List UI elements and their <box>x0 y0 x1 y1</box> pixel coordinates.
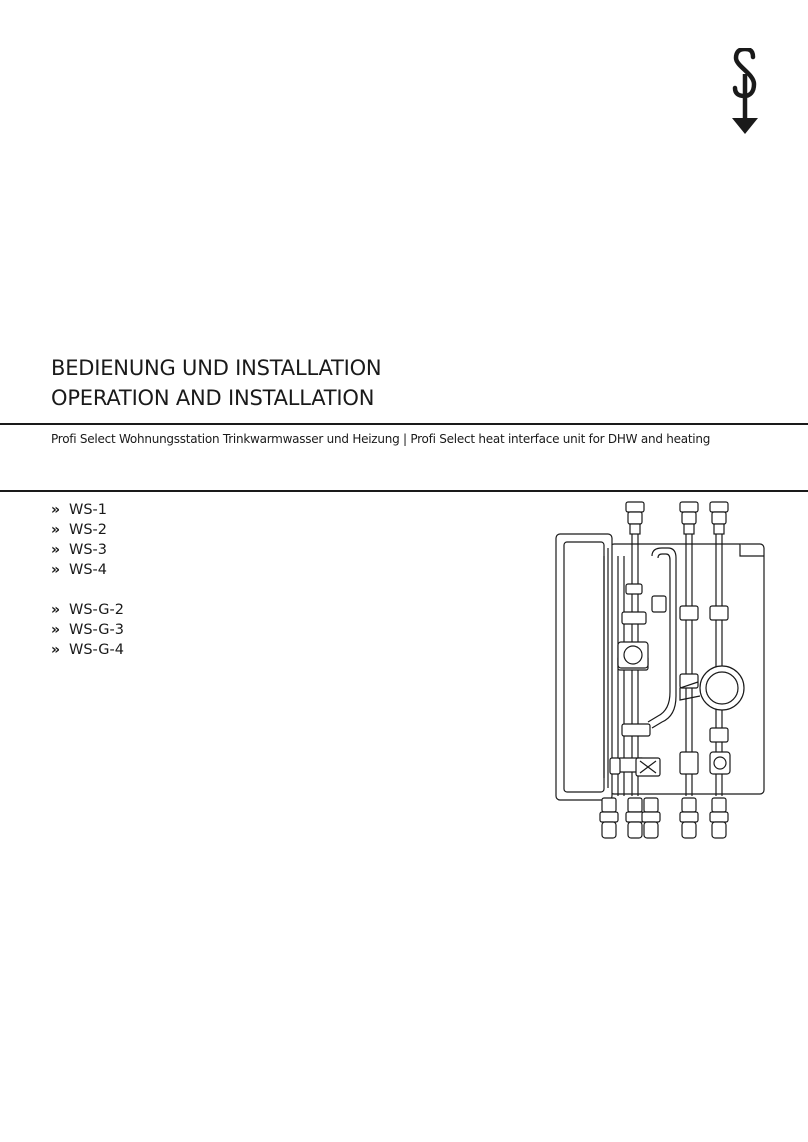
list-item: » WS-2 <box>51 520 124 540</box>
model-label: WS-G-3 <box>69 622 124 638</box>
bullet-icon: » <box>51 522 61 538</box>
divider-top <box>0 423 808 425</box>
list-item: » WS-1 <box>51 500 124 520</box>
list-item: » WS-3 <box>51 540 124 560</box>
bullet-icon: » <box>51 502 61 518</box>
heat-interface-unit-drawing <box>555 501 765 839</box>
list-item: » WS-G-4 <box>51 640 124 660</box>
bullet-icon: » <box>51 642 61 658</box>
bullet-icon: » <box>51 542 61 558</box>
bullet-icon: » <box>51 562 61 578</box>
list-item: » WS-G-3 <box>51 620 124 640</box>
model-label: WS-G-4 <box>69 642 124 658</box>
model-list: »WS-1 »WS-2 »WS-3 »WS-4 »WS-G-2 »WS-G-3 … <box>51 500 124 660</box>
document-title: BEDIENUNG UND INSTALLATION OPERATION AND… <box>51 353 382 413</box>
model-label: WS-4 <box>69 562 107 578</box>
model-label: WS-2 <box>69 522 107 538</box>
title-line-english: OPERATION AND INSTALLATION <box>51 386 375 410</box>
brand-logo-icon <box>732 48 758 134</box>
model-label: WS-3 <box>69 542 107 558</box>
model-label: WS-1 <box>69 502 107 518</box>
title-line-german: BEDIENUNG UND INSTALLATION <box>51 356 382 380</box>
model-label: WS-G-2 <box>69 602 124 618</box>
product-subtitle: Profi Select Wohnungsstation Trinkwarmwa… <box>51 432 711 446</box>
list-item: » WS-4 <box>51 560 124 580</box>
list-item: » WS-G-2 <box>51 600 124 620</box>
bullet-icon: » <box>51 622 61 638</box>
bullet-icon: » <box>51 602 61 618</box>
divider-middle <box>0 490 808 492</box>
